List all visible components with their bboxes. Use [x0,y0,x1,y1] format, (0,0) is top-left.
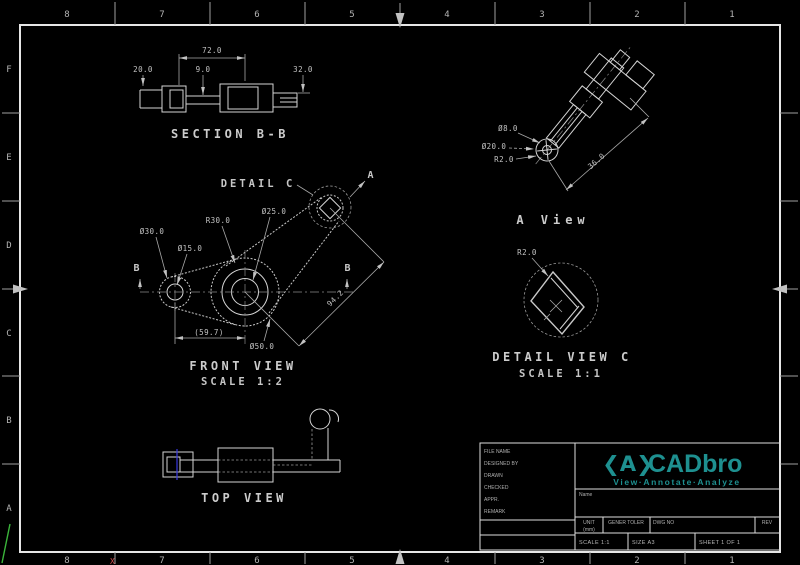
cadbro-logo-icon: ❮A❯ [602,452,653,477]
view-title: SECTION B-B [171,127,289,141]
zone-label: 8 [64,10,69,20]
a-view-arrow: A [349,170,374,198]
zone-label: 3 [539,10,544,20]
view-title: A View [516,213,589,227]
center-arrow-right-icon [772,284,798,294]
dim-label: 72.0 [202,46,222,55]
zone-ticks-left [2,112,20,465]
title-block[interactable]: FILE NAME DESIGNED BY DRAWN CHECKED APPR… [479,442,781,551]
dwg-no-label: DWG NO [653,520,674,526]
zone-label: 4 [444,10,449,20]
zone-label: 6 [254,10,259,20]
field-label: REMARK [484,509,506,515]
center-arrow-left-icon [2,284,28,294]
detail-view-c[interactable]: R2.0 DETAIL VIEW C SCALE 1:1 [492,248,631,380]
detail-geometry [530,270,585,336]
unit-label: UNIT [583,520,595,526]
zone-label: 8 [64,556,69,565]
logo-name: CADbro [648,450,742,478]
cadbro-logo: ❮A❯ CADbro View·Annotate·Analyze [602,450,742,487]
zone-label: 6 [254,556,259,565]
zone-label: 2 [634,10,639,20]
view-scale: SCALE 1:2 [201,376,285,388]
zone-label: 1 [729,556,734,565]
zone-ticks-top [114,2,686,25]
scale-text: SCALE 1:1 [579,540,610,546]
rev-label: REV [762,520,773,526]
dim-label: 9.0 [196,65,211,74]
section-bb-view[interactable]: 72.0 20.0 9.0 32.0 SECTION B-B [133,46,313,141]
view-arrow-label: A [367,170,374,181]
center-arrow-top-icon [395,3,405,28]
zone-label: 4 [444,556,449,565]
view-scale: SCALE 1:1 [519,368,603,380]
zone-label: 1 [729,10,734,20]
zone-label: 5 [349,556,354,565]
name-label: Name [579,492,593,498]
dim-label: 20.0 [133,65,153,74]
dim-label: Ø50.0 [250,342,275,351]
section-letter: B [344,263,351,274]
detail-boundary-circle [523,262,599,338]
zone-label: A [6,504,12,514]
zone-label: E [6,153,11,163]
zone-label: C [6,329,11,339]
zone-label: 5 [349,10,354,20]
coordinate-triad: X [1,523,115,565]
zone-ticks-right [780,112,798,465]
dim-label: Ø30.0 [140,227,165,236]
sheet-text: SHEET 1 OF 1 [699,540,740,546]
a-view-geometry [535,45,655,165]
field-label: DRAWN [484,473,503,479]
zone-label: 2 [634,556,639,565]
tolerance-label: GENER TOLER [608,520,644,526]
triad-x-label: X [110,557,115,565]
dim-label: R30.0 [206,216,231,225]
detail-callout-label: DETAIL C [221,178,296,190]
dim-label: Ø8.0 [498,124,518,133]
zone-ticks-bottom [114,552,686,564]
field-label: DESIGNED BY [484,461,519,467]
detail-c-callout: DETAIL C [221,178,314,196]
zone-label: 3 [539,556,544,565]
unit-value: (mm) [583,527,595,533]
zone-label: 7 [159,10,164,20]
dim-label: 32.0 [293,65,313,74]
triad-y-axis-icon [1,523,11,564]
top-view[interactable]: TOP VIEW [162,408,341,505]
detail-c-boundary-circle [308,185,352,229]
zone-label: 7 [159,556,164,565]
center-arrow-bottom-icon [395,549,405,564]
size-text: SIZE A3 [632,540,655,546]
section-letter: B [133,263,140,274]
dim-label: (59.7) [194,328,224,337]
top-part-geometry [162,408,341,483]
front-view[interactable]: B B Ø30.0 Ø15.0 R30.0 Ø25.0 (59.7) Ø50.0… [133,170,385,388]
zone-label: B [6,416,11,426]
dim-label: Ø15.0 [178,244,203,253]
zone-label: D [6,241,11,251]
dim-label: R2.0 [517,248,537,257]
field-label: FILE NAME [484,449,511,455]
section-part-geometry [139,83,298,113]
detail-dimensions: R2.0 [517,248,549,277]
view-title: FRONT VIEW [189,359,296,373]
title-block-fields: FILE NAME DESIGNED BY DRAWN CHECKED APPR… [484,449,519,515]
dim-label: Ø20.0 [482,142,507,151]
section-dimensions: 72.0 20.0 9.0 32.0 [133,46,313,95]
dim-label: Ø25.0 [262,207,287,216]
logo-tagline: View·Annotate·Analyze [613,477,740,487]
view-title: DETAIL VIEW C [492,350,631,364]
dim-label: R2.0 [494,155,514,164]
view-title: TOP VIEW [201,491,287,505]
field-label: APPR. [484,497,499,503]
field-label: CHECKED [484,485,509,491]
zone-label: F [6,65,11,75]
